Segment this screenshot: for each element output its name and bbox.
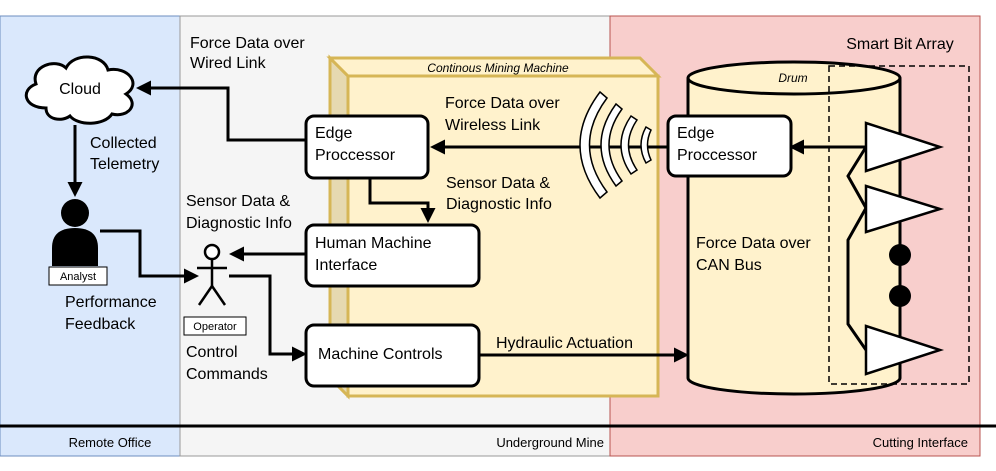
hmi: Human Machine Interface: [304, 223, 481, 288]
analyst-label: Analyst: [60, 271, 96, 283]
edge-processor-machine: Edge Proccessor: [304, 114, 430, 180]
hmi-label: Human Machine Interface: [315, 235, 436, 274]
triangle-bit-icon: [864, 324, 945, 376]
bit-array: [846, 121, 945, 376]
mining-machine-label: Continous Mining Machine: [427, 61, 569, 75]
cloud-icon: [24, 55, 135, 125]
wired-link-label: Force Data over Wired Link: [190, 35, 309, 72]
sensor-data-left-label: Sensor Data & Diagnostic Info: [186, 193, 295, 232]
smart-bit-array-box: [828, 65, 970, 385]
collected-telemetry-label: Collected Telemetry: [90, 135, 161, 173]
analyst: Analyst: [48, 199, 108, 286]
remote-office-label: Remote Office: [69, 435, 152, 450]
operator: Operator: [183, 243, 247, 336]
wireless-signal-icon: [579, 90, 652, 200]
edge-to-hmi-arrow: [368, 178, 436, 223]
stick-figure-icon: [197, 243, 227, 306]
can-bus-label: Force Data over CAN Bus: [696, 235, 815, 274]
cutting-interface-label: Cutting Interface: [873, 435, 968, 450]
performance-feedback-label: Performance Feedback: [65, 294, 161, 333]
underground-mine-label: Underground Mine: [496, 435, 604, 450]
edge-processor-machine-label: Edge Proccessor: [315, 125, 396, 164]
machine-controls: Machine Controls: [304, 323, 481, 388]
smart-bit-array-label: Smart Bit Array: [846, 36, 954, 53]
triangle-bit-icon: [864, 184, 945, 234]
person-silhouette-icon: [52, 199, 98, 266]
edge-processor-drum-label: Edge Proccessor: [677, 125, 758, 164]
control-commands-arrow: [229, 274, 307, 362]
machine-controls-label: Machine Controls: [318, 346, 443, 363]
wireless-link-label: Force Data over Wireless Link: [445, 95, 564, 134]
cloud-label: Cloud: [59, 81, 101, 98]
ellipsis-dot-icon: [889, 244, 911, 266]
hydraulic-actuation-label: Hydraulic Actuation: [496, 335, 633, 352]
control-commands-label: Control Commands: [186, 344, 268, 383]
drum-label: Drum: [778, 71, 807, 85]
ellipsis-dot-icon: [889, 285, 911, 307]
operator-label: Operator: [193, 321, 237, 333]
connectors: [67, 80, 866, 363]
sensor-data-inner-label: Sensor Data & Diagnostic Info: [446, 175, 555, 213]
wired-link-arrow: [136, 80, 306, 142]
edge-processor-drum: Edge Proccessor: [666, 114, 793, 178]
cloud-node: Cloud: [24, 55, 135, 125]
feedback-arrow: [100, 229, 199, 284]
